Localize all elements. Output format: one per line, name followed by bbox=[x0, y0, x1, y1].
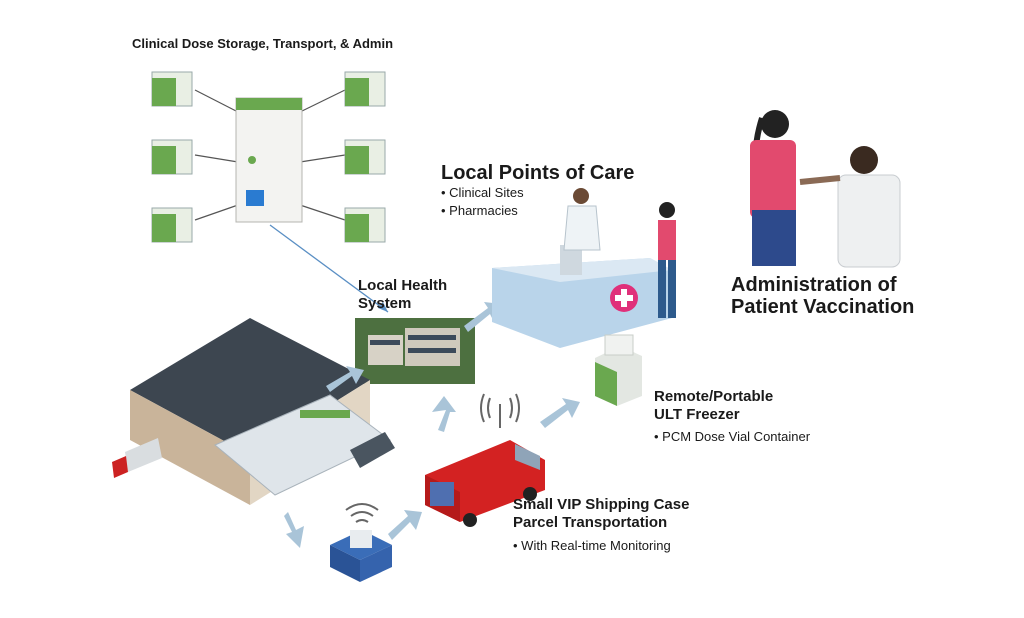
pharmacist-figure bbox=[563, 188, 601, 251]
arrow-icon bbox=[326, 366, 364, 392]
storage-title: Clinical Dose Storage, Transport, & Admi… bbox=[132, 36, 394, 51]
arrow-icon bbox=[388, 510, 422, 540]
points-of-care-bullet: Pharmacies bbox=[441, 202, 518, 220]
freezer-to-health-line bbox=[269, 224, 389, 313]
shipping-case-icon bbox=[330, 530, 392, 582]
arrow-icon bbox=[432, 396, 456, 432]
shipping-title-line2: Parcel Transportation bbox=[513, 514, 668, 531]
customer-figure bbox=[658, 202, 676, 318]
van-icon bbox=[425, 440, 545, 527]
administration-title-line1: Administration of bbox=[731, 274, 897, 296]
wifi-icon bbox=[345, 503, 379, 523]
shipping-title-line1: Small VIP Shipping Case bbox=[513, 496, 690, 513]
health-system-photo bbox=[355, 318, 475, 384]
dose-box-icon bbox=[151, 71, 193, 107]
shipping-bullet: With Real-time Monitoring bbox=[513, 537, 671, 555]
points-of-care-bullet: Clinical Sites bbox=[441, 184, 524, 202]
flow-arrows bbox=[284, 302, 580, 548]
remote-freezer-title-line2: ULT Freezer bbox=[654, 406, 740, 423]
health-system-title-line2: System bbox=[358, 295, 412, 312]
dose-box-icon bbox=[151, 139, 193, 175]
points-of-care-title: Local Points of Care bbox=[441, 162, 635, 184]
portable-freezer-icon bbox=[595, 334, 642, 406]
dose-box-icon bbox=[151, 207, 193, 243]
arrow-icon bbox=[284, 512, 304, 548]
warehouse-icon bbox=[130, 318, 395, 505]
signal-icon bbox=[480, 393, 520, 428]
dose-box-icon bbox=[344, 71, 386, 107]
dose-box-icon bbox=[344, 139, 386, 175]
truck-icon bbox=[112, 438, 162, 478]
health-system-title-line1: Local Health bbox=[358, 277, 448, 294]
ult-freezer-icon bbox=[235, 97, 303, 223]
remote-freezer-title-line1: Remote/Portable bbox=[654, 388, 774, 405]
remote-freezer-bullet: PCM Dose Vial Container bbox=[654, 428, 810, 446]
dose-box-icon bbox=[344, 207, 386, 243]
freezer-connectors bbox=[194, 89, 346, 221]
arrow-icon bbox=[540, 398, 580, 428]
vaccination-scene bbox=[750, 110, 901, 268]
administration-title-line2: Patient Vaccination bbox=[731, 296, 915, 318]
care-counter-icon bbox=[492, 245, 672, 348]
